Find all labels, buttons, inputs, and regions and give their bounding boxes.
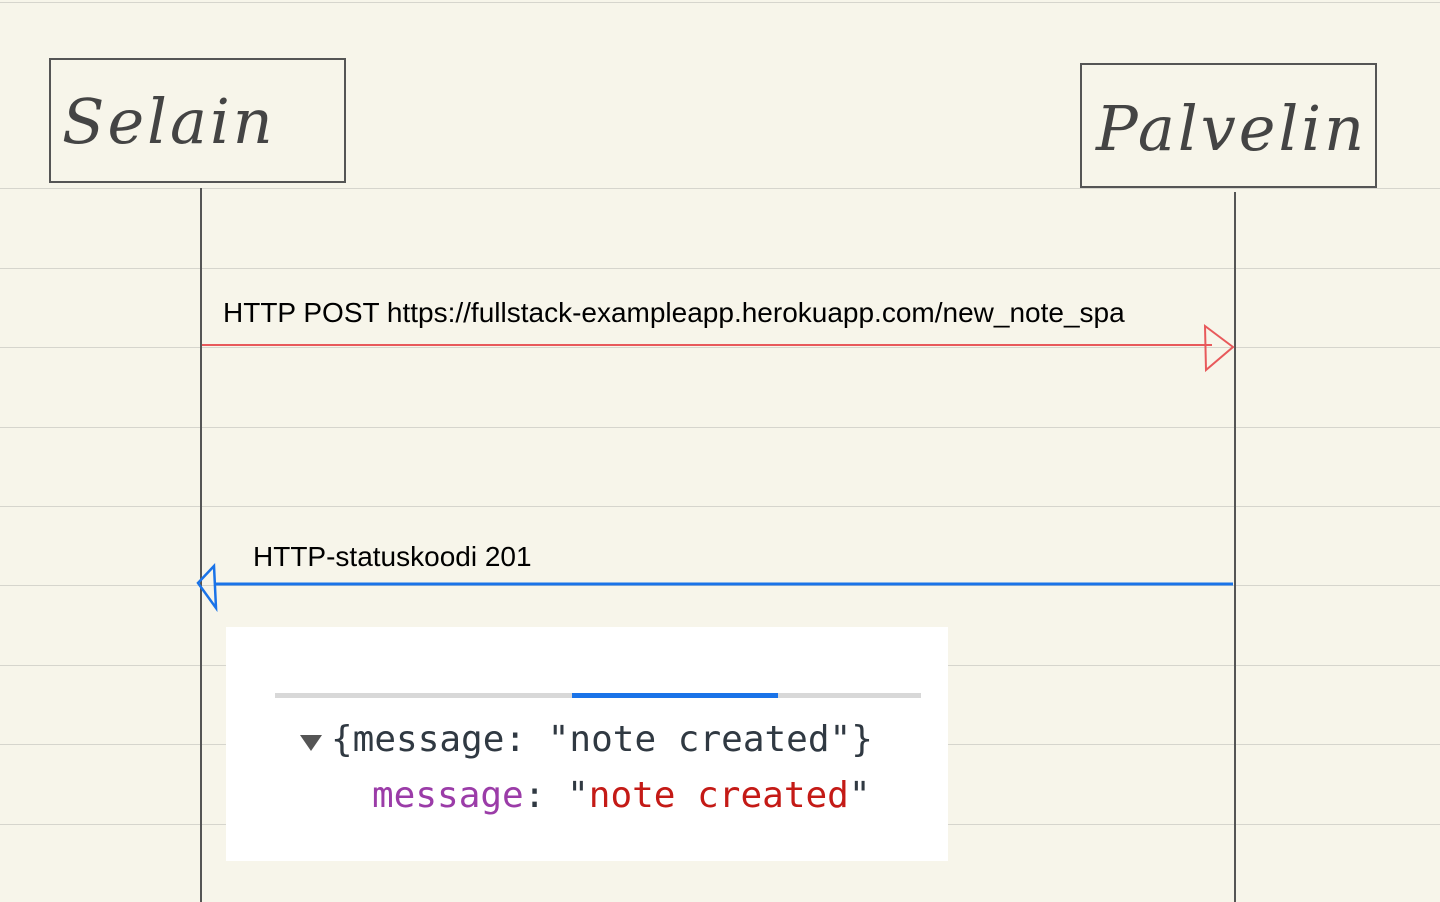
json-property-key: message	[372, 775, 524, 816]
devtools-tab-bar	[275, 693, 921, 698]
json-summary-value: "note created"	[547, 719, 852, 760]
json-summary-open: {message:	[331, 719, 548, 760]
ruled-line	[0, 427, 1440, 428]
json-property-value: note created	[588, 775, 849, 816]
json-quote-close: "	[848, 775, 871, 816]
ruled-line	[0, 2, 1440, 3]
json-property-separator: :	[523, 775, 568, 816]
response-label: HTTP-statuskoodi 201	[253, 541, 532, 572]
ruled-line	[0, 188, 1440, 189]
json-quote-open: "	[567, 775, 589, 816]
server-lifeline	[1234, 192, 1236, 902]
client-actor-label: Selain	[62, 85, 276, 158]
server-actor-box	[1080, 63, 1377, 188]
expand-triangle-icon[interactable]	[300, 735, 322, 751]
active-tab-indicator	[572, 693, 778, 698]
request-label: HTTP POST https://fullstack-exampleapp.h…	[223, 297, 1125, 328]
json-property-line: message: "note created"	[372, 775, 871, 816]
ruled-line	[0, 347, 1440, 348]
ruled-line	[0, 506, 1440, 507]
client-lifeline	[200, 188, 202, 902]
json-summary-line: {message: "note created"}	[331, 719, 873, 760]
ruled-line	[0, 268, 1440, 269]
client-actor-box	[49, 58, 346, 183]
json-summary-close: }	[851, 719, 873, 760]
response-preview-panel: {message: "note created"} message: "note…	[226, 627, 948, 861]
response-arrow	[196, 562, 1233, 613]
server-actor-label: Palvelin	[1096, 92, 1368, 165]
request-arrow	[202, 323, 1235, 373]
